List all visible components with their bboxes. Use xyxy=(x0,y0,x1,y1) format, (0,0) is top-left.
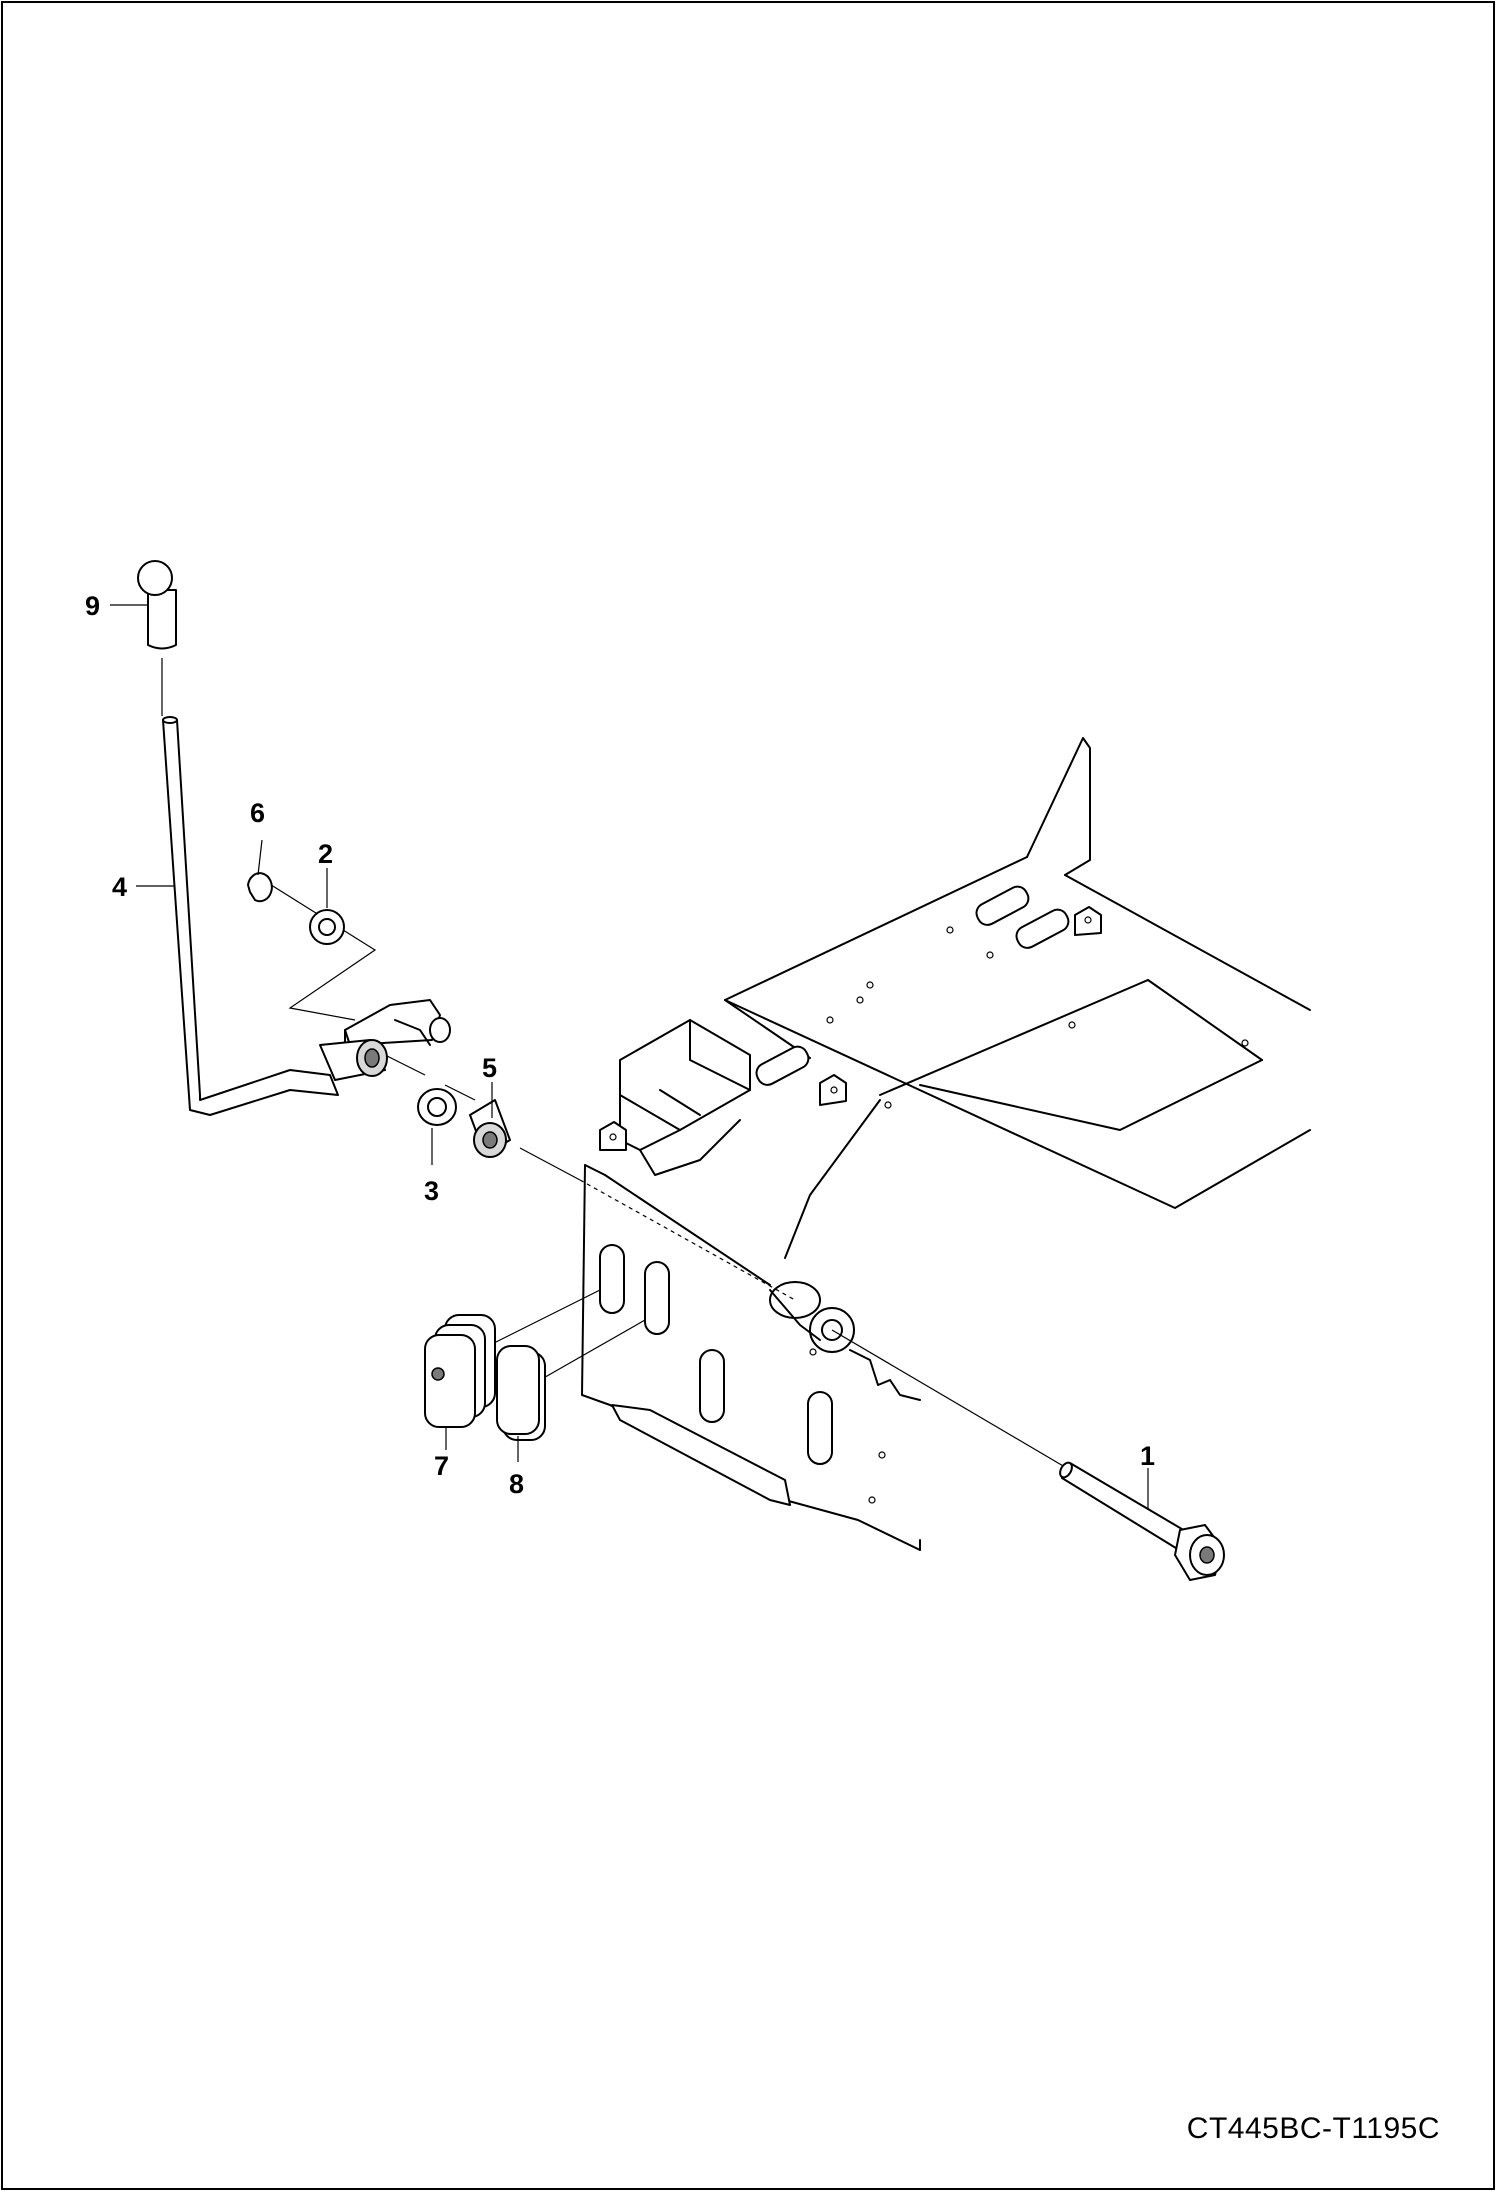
washer-part-2 xyxy=(309,868,345,945)
alignment-lines xyxy=(161,658,1071,1471)
callout-9: 9 xyxy=(85,591,100,621)
callout-3: 3 xyxy=(424,1176,439,1206)
callout-2: 2 xyxy=(318,839,333,869)
callout-5: 5 xyxy=(482,1053,497,1083)
frame-panel xyxy=(581,737,1311,1551)
control-lever-part-4 xyxy=(162,716,451,1116)
callout-8: 8 xyxy=(509,1469,524,1499)
grommet-part-7 xyxy=(424,1314,496,1450)
snap-ring-part-6 xyxy=(247,839,273,903)
leader-lines xyxy=(110,604,175,887)
knob-part-9 xyxy=(137,560,177,650)
bushing-part-5 xyxy=(469,1082,511,1158)
callout-7: 7 xyxy=(434,1451,449,1481)
document-id: CT445BC-T1195C xyxy=(1186,2112,1440,2145)
callout-4: 4 xyxy=(112,872,127,902)
washer-part-3 xyxy=(417,1088,457,1165)
callouts: 9 6 2 4 5 3 1 7 8 xyxy=(85,591,1155,1499)
plug-part-8 xyxy=(496,1345,546,1462)
callout-1: 1 xyxy=(1140,1441,1155,1471)
callout-6: 6 xyxy=(250,798,265,828)
bolt-part-1 xyxy=(1059,1461,1225,1581)
